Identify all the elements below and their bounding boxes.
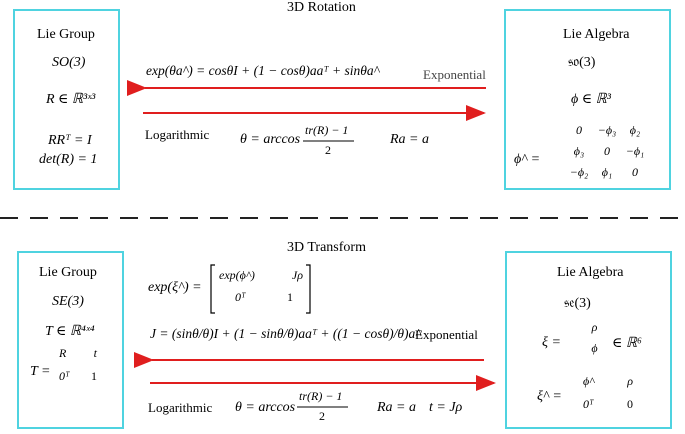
matrix-cell: ρ (627, 374, 633, 388)
matrix-cell: ϕ₃ (573, 144, 585, 158)
matrix-cell: −ϕ₂ (569, 165, 589, 179)
matrix-cell: 0 (576, 123, 582, 137)
bottom-lie-group-title: Lie Group (39, 265, 97, 280)
so3-algebra-set: ϕ ∈ ℝ³ (571, 92, 611, 107)
xi-lhs: ξ = (542, 335, 561, 350)
vector-cell: ρ (591, 320, 598, 334)
se3-matrix-row: R t (59, 346, 97, 369)
exp-xi-row: exp(ϕ^) Jρ (219, 268, 303, 290)
exp-xi-matrix-bracket-left (210, 264, 215, 314)
top-log-denominator: 2 (325, 143, 331, 157)
xi-set: ∈ ℝ⁶ (612, 336, 642, 351)
matrix-cell: 0ᵀ (59, 369, 70, 383)
so3-group-name: SO(3) (52, 55, 86, 70)
bottom-log-numerator: tr(R) − 1 (299, 389, 343, 403)
se3-t-matrix: R t 0ᵀ 1 (59, 346, 97, 392)
top-lie-group-title: Lie Group (37, 27, 95, 42)
jacobian-formula: J = (sinθ/θ)I + (1 − sinθ/θ)aaᵀ + ((1 − … (150, 326, 421, 341)
se3-matrix-row: 0ᵀ 1 (59, 369, 97, 392)
matrix-cell: 1 (287, 290, 293, 304)
matrix-cell: exp(ϕ^) (219, 268, 255, 282)
top-exp-formula: exp(θa^) = cosθI + (1 − cosθ)aaᵀ + sinθa… (146, 63, 380, 78)
matrix-cell: 0 (632, 165, 638, 179)
matrix-cell: Jρ (291, 268, 303, 282)
matrix-cell: 0 (627, 397, 633, 411)
so3-matrix-row: 0 −ϕ₃ ϕ₂ (565, 123, 649, 144)
bottom-log-formula: θ = arccos (235, 400, 296, 415)
so3-determinant: det(R) = 1 (39, 152, 98, 167)
so3-set: R ∈ ℝ³ˣ³ (46, 92, 96, 107)
matrix-cell: −ϕ₁ (625, 144, 645, 158)
so3-algebra-name: 𝔰𝔬(3) (568, 55, 596, 70)
vector-cell: ϕ (591, 341, 598, 355)
matrix-cell: 1 (91, 369, 97, 383)
exp-xi-lhs: exp(ξ^) = (148, 280, 202, 295)
se3-t-lhs: T = (30, 364, 51, 379)
top-log-numerator: tr(R) − 1 (305, 123, 349, 137)
xi-hat-row: 0ᵀ 0 (583, 397, 633, 420)
exp-xi-matrix-bracket-right (306, 264, 311, 314)
exp-xi-matrix: exp(ϕ^) Jρ 0ᵀ 1 (219, 268, 303, 312)
top-lie-algebra-box: Lie Algebra 𝔰𝔬(3) ϕ ∈ ℝ³ ϕ^ = 0 −ϕ₃ ϕ₂ ϕ… (504, 9, 671, 190)
matrix-cell: ϕ₂ (629, 123, 641, 137)
bottom-logarithmic-label: Logarithmic (148, 400, 213, 415)
top-log-formula: θ = arccos (240, 132, 301, 147)
top-lie-group-box: Lie Group SO(3) R ∈ ℝ³ˣ³ RRᵀ = I det(R) … (13, 9, 120, 190)
xi-vector: ρ ϕ (585, 320, 604, 362)
bottom-lie-algebra-box: Lie Algebra 𝔰𝔢(3) ξ = ρ ϕ ∈ ℝ⁶ ξ^ = ϕ^ ρ… (505, 251, 672, 429)
matrix-cell: ϕ₁ (601, 165, 613, 179)
translation-equation: t = Jρ (429, 400, 463, 415)
se3-set: T ∈ ℝ⁴ˣ⁴ (45, 324, 95, 339)
xi-hat-lhs: ξ^ = (537, 389, 562, 404)
bottom-axis-equation: Ra = a (377, 400, 416, 415)
matrix-cell: −ϕ₃ (597, 123, 617, 137)
se3-group-name: SE(3) (52, 294, 84, 309)
top-logarithmic-label: Logarithmic (145, 127, 210, 142)
top-axis-equation: Ra = a (390, 132, 429, 147)
matrix-cell: t (93, 346, 97, 360)
bottom-log-denominator: 2 (319, 409, 325, 423)
so3-matrix-row: ϕ₃ 0 −ϕ₁ (565, 144, 649, 165)
se3-algebra-name: 𝔰𝔢(3) (564, 296, 591, 311)
bottom-exponential-label: Exponential (415, 327, 478, 342)
bottom-lie-group-box: Lie Group SE(3) T ∈ ℝ⁴ˣ⁴ T = R t 0ᵀ 1 (17, 251, 124, 429)
xi-hat-matrix: ϕ^ ρ 0ᵀ 0 (583, 374, 633, 420)
bottom-lie-algebra-title: Lie Algebra (557, 265, 624, 280)
bottom-section-title: 3D Transform (287, 240, 366, 255)
matrix-cell: 0ᵀ (235, 290, 246, 304)
so3-orthogonality: RRᵀ = I (48, 133, 92, 148)
matrix-cell: R (59, 346, 67, 360)
top-exponential-label: Exponential (423, 67, 486, 82)
so3-matrix-row: −ϕ₂ ϕ₁ 0 (565, 165, 649, 186)
top-lie-algebra-title: Lie Algebra (563, 27, 630, 42)
xi-hat-row: ϕ^ ρ (583, 374, 633, 397)
so3-hat-lhs: ϕ^ = (514, 152, 541, 167)
matrix-cell: 0 (604, 144, 610, 158)
matrix-cell: 0ᵀ (583, 397, 594, 411)
top-section-title: 3D Rotation (287, 0, 356, 15)
matrix-cell: ϕ^ (583, 374, 595, 388)
exp-xi-row: 0ᵀ 1 (219, 290, 303, 312)
so3-hat-matrix: 0 −ϕ₃ ϕ₂ ϕ₃ 0 −ϕ₁ −ϕ₂ ϕ₁ 0 (565, 123, 649, 186)
